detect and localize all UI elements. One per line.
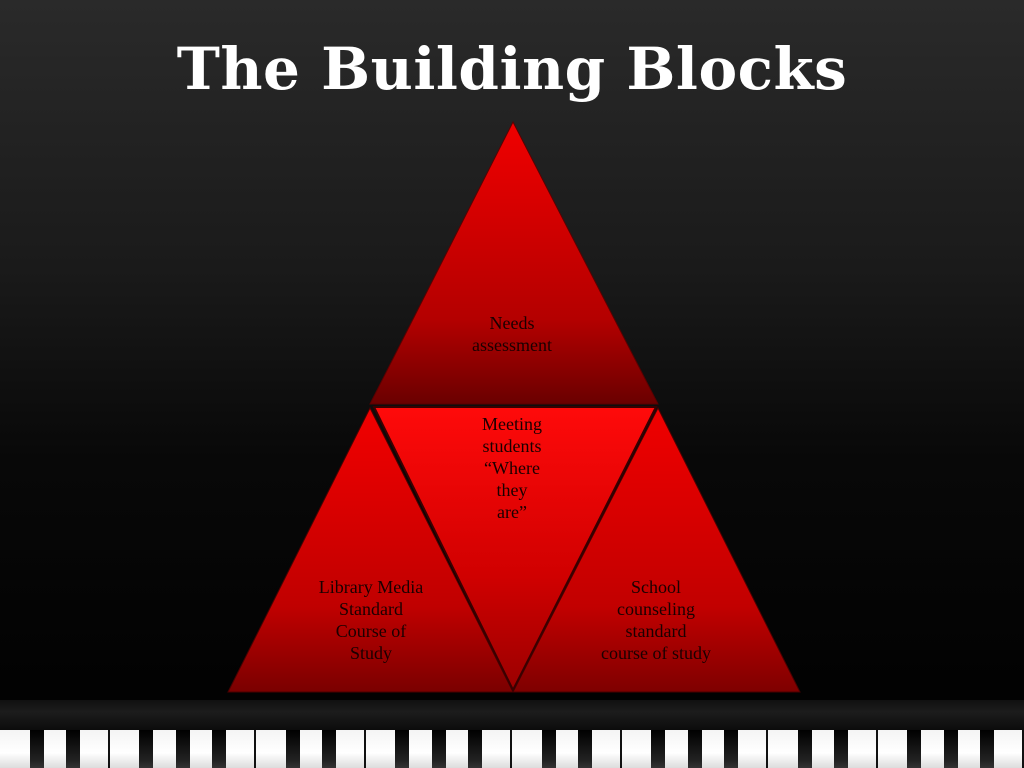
block-top-label: Needs assessment — [472, 313, 552, 355]
block-left-library-media — [227, 406, 514, 693]
block-left-label: Library Media Standard Course of Study — [318, 577, 424, 663]
block-top-needs-assessment — [369, 120, 659, 405]
piano-black-key — [29, 730, 44, 768]
piano-black-key — [285, 730, 300, 768]
block-middle-label: Meeting students “Where they are” — [482, 414, 542, 522]
piano-black-key — [139, 730, 154, 768]
piano-black-key — [724, 730, 739, 768]
piano-black-key — [578, 730, 593, 768]
piano-black-key — [322, 730, 337, 768]
piano-black-key — [212, 730, 227, 768]
piano-black-key — [468, 730, 483, 768]
piano-black-key — [834, 730, 849, 768]
piano-keyboard-decoration — [0, 700, 1024, 768]
piano-black-key — [395, 730, 410, 768]
piano-black-key — [175, 730, 190, 768]
piano-black-key — [687, 730, 702, 768]
slide-title: The Building Blocks — [176, 35, 848, 103]
piano-black-key — [541, 730, 556, 768]
block-right-school-counseling — [512, 406, 801, 693]
piano-shelf — [0, 700, 1024, 730]
block-middle-meeting-students — [372, 406, 658, 693]
piano-black-key — [66, 730, 81, 768]
piano-black-key — [980, 730, 995, 768]
block-right-label: School counseling standard course of stu… — [601, 577, 711, 663]
piano-black-key — [907, 730, 922, 768]
piano-black-key — [431, 730, 446, 768]
piano-black-key — [797, 730, 812, 768]
piano-black-keys — [0, 730, 1024, 768]
piano-black-key — [651, 730, 666, 768]
piano-black-key — [943, 730, 958, 768]
